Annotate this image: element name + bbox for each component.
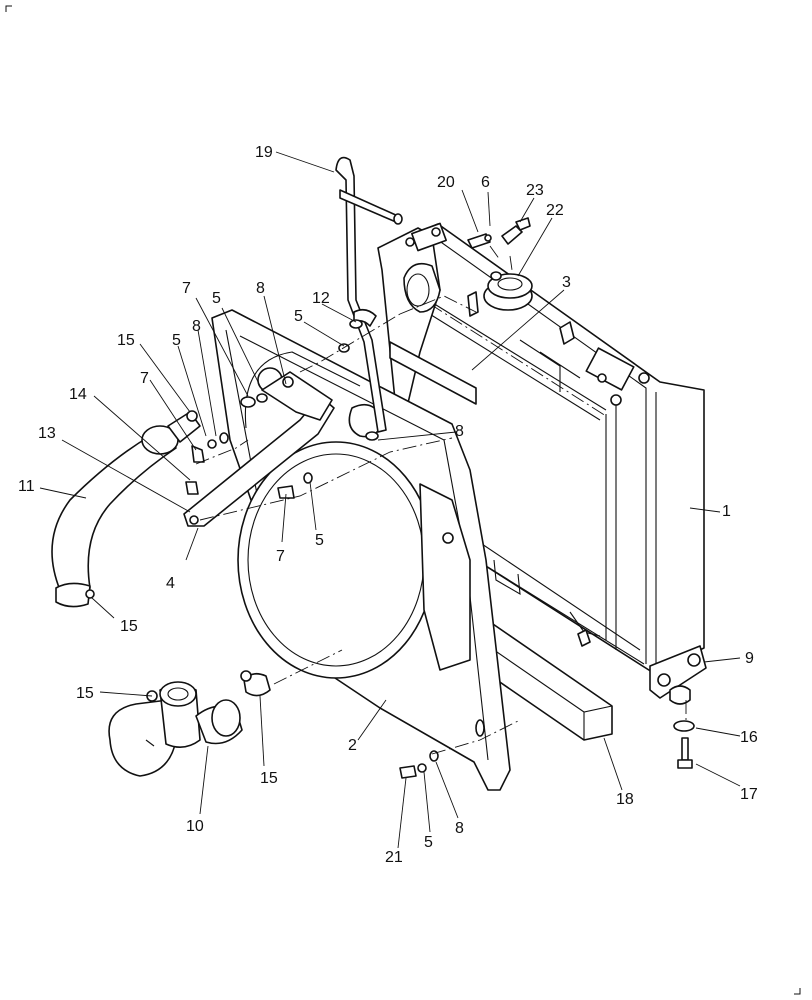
bracket — [183, 371, 335, 527]
radiator-side-tank — [377, 222, 447, 431]
label-15-upper: 15 — [117, 332, 135, 349]
label-15-bottom: 15 — [260, 770, 278, 787]
label-10: 10 — [186, 818, 204, 835]
clip — [467, 233, 492, 249]
label-16: 16 — [740, 729, 758, 746]
support-bar — [389, 341, 477, 405]
label-15-left: 15 — [120, 618, 138, 635]
label-21: 21 — [385, 849, 403, 866]
leader-lines — [39, 151, 741, 849]
pressure-cap — [483, 271, 533, 311]
hose-clamp — [146, 670, 271, 702]
label-11: 11 — [18, 478, 35, 495]
label-19: 19 — [255, 144, 273, 161]
label-7-upper: 7 — [182, 280, 191, 297]
label-5-left: 5 — [172, 332, 181, 349]
label-4: 4 — [166, 575, 175, 592]
label-8-upper: 8 — [256, 280, 265, 297]
label-7-left: 7 — [140, 370, 149, 387]
washer — [207, 319, 439, 773]
label-5-bottom: 5 — [424, 834, 433, 851]
label-9: 9 — [745, 650, 754, 667]
label-15-lower: 15 — [76, 685, 94, 702]
nut — [185, 445, 417, 779]
label-3: 3 — [562, 274, 571, 291]
label-7-center: 7 — [276, 548, 285, 565]
upper-hose — [51, 410, 201, 608]
label-8-left: 8 — [192, 318, 201, 335]
lower-hose — [108, 681, 243, 777]
label-5-upper: 5 — [212, 290, 221, 307]
label-1: 1 — [722, 503, 731, 520]
label-8-bottom: 8 — [455, 820, 464, 837]
label-23: 23 — [526, 182, 544, 199]
label-14: 14 — [69, 386, 87, 403]
label-18: 18 — [616, 791, 634, 808]
crop-mark-top-left — [5, 5, 12, 12]
mounting-bracket — [649, 645, 707, 705]
part-labels: 19 20 6 23 22 3 7 8 5 12 5 8 15 5 7 14 8… — [18, 144, 758, 866]
sensor — [501, 217, 531, 245]
label-6: 6 — [481, 174, 490, 191]
label-12: 12 — [312, 290, 330, 307]
grommet — [240, 393, 268, 408]
label-2: 2 — [348, 737, 357, 754]
label-5-center: 5 — [315, 532, 324, 549]
bolt — [677, 737, 693, 769]
label-13: 13 — [38, 425, 56, 442]
crop-mark-bottom-right — [794, 988, 801, 995]
dipstick-tube — [335, 156, 403, 433]
pad — [673, 720, 695, 732]
label-17: 17 — [740, 786, 758, 803]
label-20: 20 — [437, 174, 455, 191]
label-22: 22 — [546, 202, 564, 219]
center-lines — [195, 245, 687, 755]
label-8-center: 8 — [455, 423, 464, 440]
label-5-right: 5 — [294, 308, 303, 325]
